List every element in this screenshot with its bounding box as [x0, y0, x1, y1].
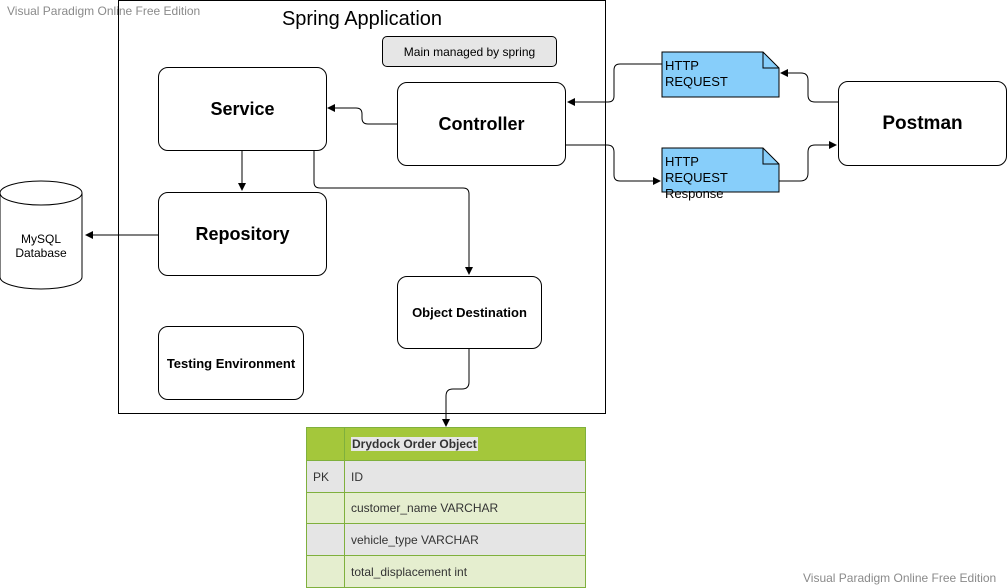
postman-node[interactable]: Postman	[838, 81, 1007, 166]
object-destination-node[interactable]: Object Destination	[397, 276, 542, 349]
table-title: Drydock Order Object	[351, 437, 478, 451]
object-destination-to-table-arrow	[442, 349, 470, 427]
watermark-bottom: Visual Paradigm Online Free Edition	[803, 571, 997, 585]
table-row-key	[307, 523, 345, 555]
object-destination-label: Object Destination	[412, 305, 527, 320]
table-row-field: vehicle_type VARCHAR	[345, 523, 585, 555]
controller-to-service-arrow	[327, 104, 398, 125]
spring-application-container[interactable]	[118, 0, 606, 414]
postman-label: Postman	[882, 112, 963, 134]
watermark-top: Visual Paradigm Online Free Edition	[7, 4, 201, 18]
table-row-key	[307, 492, 345, 523]
database-label-line2: Database	[15, 246, 67, 260]
http-request-note-label: HTTP REQUEST	[665, 58, 728, 89]
table-row-key: PK	[307, 460, 345, 492]
request-note-to-controller-arrow	[567, 63, 662, 106]
http-response-note-shape	[661, 147, 780, 193]
table-row-key	[307, 555, 345, 587]
controller-node[interactable]: Controller	[397, 82, 566, 166]
database-label-line1: MySQL	[20, 232, 61, 246]
table-row-field: customer_name VARCHAR	[345, 492, 585, 523]
service-label: Service	[210, 98, 275, 119]
mysql-database-label: MySQL Database	[0, 232, 82, 260]
http-response-note: HTTP REQUEST Response	[662, 152, 762, 204]
service-node[interactable]: Service	[158, 67, 327, 151]
testing-environment-label: Testing Environment	[166, 355, 296, 371]
controller-label: Controller	[438, 113, 525, 134]
http-request-note-shape	[661, 51, 780, 98]
table-header-title-cell: Drydock Order Object	[345, 428, 585, 460]
service-to-object-destination-arrow	[313, 151, 473, 275]
table-header-key-cell	[307, 428, 345, 460]
spring-application-title: Spring Application	[281, 8, 443, 30]
repository-label: Repository	[195, 223, 290, 244]
drydock-order-table[interactable]: Drydock Order Object PK ID customer_name…	[306, 427, 586, 588]
table-row-field: ID	[345, 460, 585, 492]
testing-environment-node[interactable]: Testing Environment	[158, 326, 304, 400]
managed-by-spring-badge: Main managed by spring	[382, 36, 557, 67]
mysql-database-cylinder	[0, 180, 83, 290]
http-response-note-label-1: HTTP REQUEST	[665, 154, 728, 185]
badge-label: Main managed by spring	[403, 44, 536, 59]
repository-node[interactable]: Repository	[158, 192, 327, 276]
table-row-field: total_displacement int	[345, 555, 585, 587]
controller-to-response-note-arrow	[566, 144, 661, 185]
http-response-note-label-2: Response	[665, 186, 724, 201]
response-note-to-postman-arrow	[779, 141, 837, 182]
http-request-note: HTTP REQUEST	[662, 56, 762, 92]
postman-to-request-note-arrow	[780, 69, 838, 103]
